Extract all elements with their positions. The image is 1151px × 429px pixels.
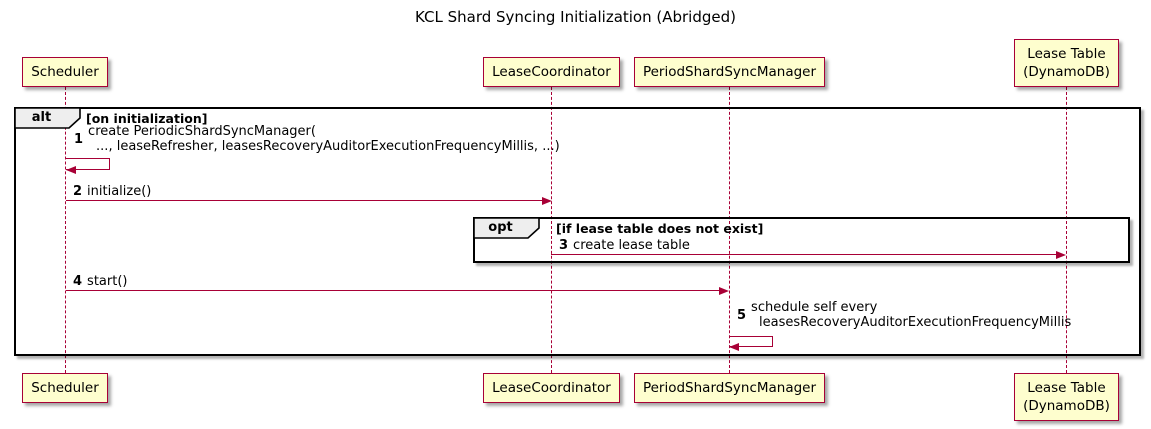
message-1-self-arrow (66, 158, 110, 170)
lifeline-lease-coordinator (551, 87, 552, 373)
message-4-number: 4 (73, 274, 83, 289)
message-2-arrowhead (542, 197, 552, 205)
message-2-arrow (66, 200, 542, 201)
message-4-arrowhead (719, 287, 729, 295)
diagram-title: KCL Shard Syncing Initialization (Abridg… (415, 8, 736, 26)
message-1-line2: ..., leaseRefresher, leasesRecoveryAudit… (96, 139, 560, 154)
message-5-arrowhead (729, 343, 739, 351)
message-4-text: start() (87, 274, 128, 289)
participant-lease-table-bottom: Lease Table (DynamoDB) (1014, 373, 1119, 421)
alt-fragment-frame (14, 107, 1141, 356)
opt-guard: [if lease table does not exist] (556, 221, 764, 236)
participant-scheduler-top: Scheduler (22, 57, 108, 87)
message-1-label: 1 create PeriodicShardSyncManager( ..., … (74, 124, 560, 154)
message-5-label: 5 schedule self every leasesRecoveryAudi… (737, 300, 1071, 330)
lifeline-lease-table (1066, 87, 1067, 373)
message-2-label: 2 initialize() (73, 184, 151, 199)
participant-lease-table-top: Lease Table (DynamoDB) (1014, 39, 1119, 87)
opt-operator-label: opt (488, 220, 513, 235)
message-2-text: initialize() (87, 184, 152, 199)
message-4-arrow (66, 290, 719, 291)
participant-scheduler-bottom: Scheduler (22, 373, 108, 403)
message-3-label: 3 create lease table (559, 238, 690, 253)
opt-operator-pentagon (473, 217, 540, 239)
message-3-arrow (551, 254, 1056, 255)
message-4-label: 4 start() (73, 274, 127, 289)
alt-guard: [on initialization] (86, 111, 208, 126)
message-5-line1: schedule self every (751, 300, 878, 315)
participant-period-shard-sync-manager-top: PeriodShardSyncManager (634, 57, 825, 87)
message-5-self-arrow (729, 336, 773, 347)
lifeline-scheduler (65, 87, 66, 373)
participant-lease-coordinator-top: LeaseCoordinator (483, 57, 620, 87)
message-1-arrowhead (66, 166, 76, 174)
message-3-text: create lease table (573, 238, 690, 253)
alt-operator-pentagon (14, 107, 81, 129)
participant-period-shard-sync-manager-bottom: PeriodShardSyncManager (634, 373, 825, 403)
message-1-line1: create PeriodicShardSyncManager( (88, 124, 316, 139)
message-3-number: 3 (559, 238, 569, 253)
participant-lease-coordinator-bottom: LeaseCoordinator (483, 373, 620, 403)
message-3-arrowhead (1056, 251, 1066, 259)
lifeline-period-shard-sync-manager (729, 87, 730, 373)
message-5-number: 5 (737, 307, 747, 323)
opt-fragment-frame (473, 217, 1130, 263)
message-5-line2: leasesRecoveryAuditorExecutionFrequencyM… (759, 315, 1072, 330)
message-2-number: 2 (73, 184, 83, 199)
message-1-number: 1 (74, 131, 84, 147)
alt-operator-label: alt (31, 110, 52, 125)
